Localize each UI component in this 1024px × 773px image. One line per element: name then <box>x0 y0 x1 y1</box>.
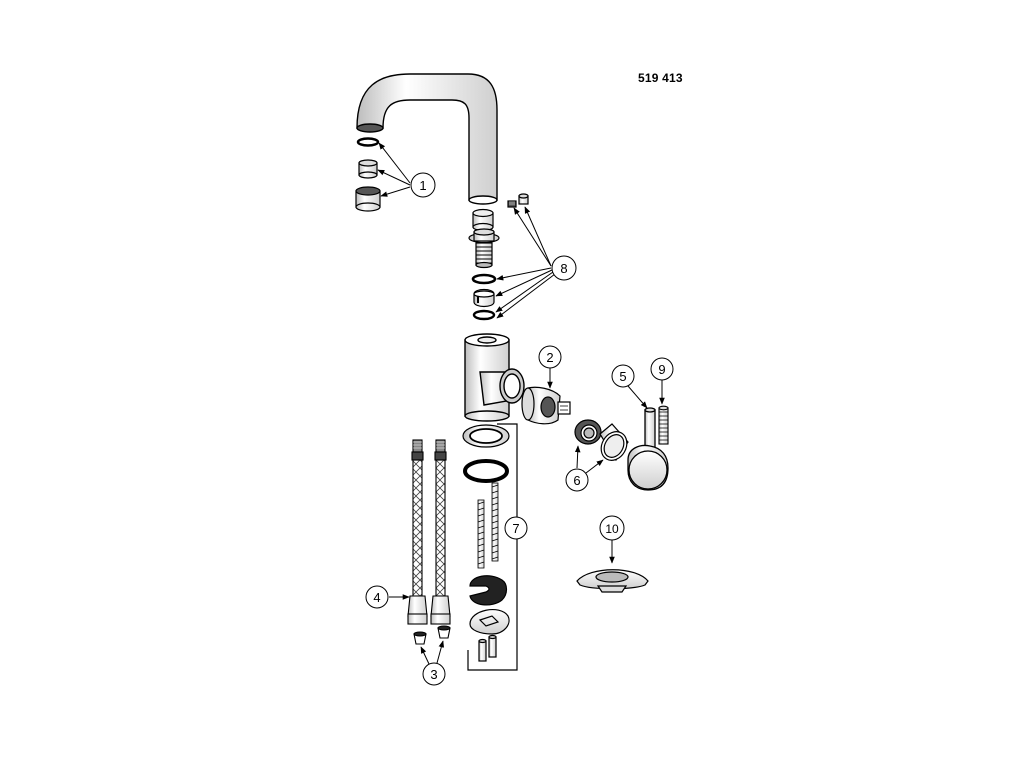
svg-text:1: 1 <box>419 178 426 193</box>
grub-screws <box>507 193 529 208</box>
cover-sleeve <box>599 423 629 462</box>
leader-lines <box>377 142 665 665</box>
callout-1: 1 <box>410 172 436 198</box>
part-number: 519 413 <box>638 71 683 85</box>
flexible-hoses <box>407 439 451 625</box>
deck-escutcheon <box>576 569 649 593</box>
base-plate-ring <box>462 424 510 448</box>
callout-2: 2 <box>538 345 562 369</box>
svg-text:4: 4 <box>373 590 380 605</box>
hose-washers <box>413 625 451 645</box>
svg-text:8: 8 <box>560 261 567 276</box>
svg-text:9: 9 <box>658 362 665 377</box>
cartridge <box>521 386 571 425</box>
callout-4: 4 <box>365 585 389 609</box>
retaining-clip <box>473 288 495 308</box>
handle-grub-screw <box>658 405 669 445</box>
spout-sleeve <box>472 208 494 232</box>
mounting-kit <box>462 423 518 671</box>
hose-left <box>407 439 428 625</box>
aerator-o-ring <box>356 137 380 147</box>
callout-6: 6 <box>565 468 589 492</box>
svg-text:5: 5 <box>619 369 626 384</box>
fixing-nuts <box>478 634 497 662</box>
threaded-rods <box>477 482 499 569</box>
callout-8: 8 <box>551 255 577 281</box>
spout <box>356 73 498 205</box>
base-gasket <box>463 459 509 483</box>
hose-right <box>430 439 451 625</box>
lever-handle <box>627 407 669 491</box>
svg-text:2: 2 <box>546 350 553 365</box>
svg-text:3: 3 <box>430 667 437 682</box>
kit-bracket-line <box>467 423 518 671</box>
spout-fitting-parts <box>468 193 529 321</box>
svg-text:6: 6 <box>573 473 580 488</box>
svg-text:10: 10 <box>605 522 619 536</box>
callout-7: 7 <box>504 516 528 540</box>
aerator-housing <box>355 186 381 212</box>
threaded-adapter <box>468 228 500 269</box>
svg-text:7: 7 <box>512 521 519 536</box>
aerator-insert <box>358 159 378 179</box>
mounting-bracket <box>469 608 510 635</box>
callout-5: 5 <box>611 364 635 388</box>
callout-10: 10 <box>599 515 625 541</box>
mixer-body <box>464 333 525 422</box>
callout-9: 9 <box>650 357 674 381</box>
horseshoe-washer <box>469 575 508 606</box>
aerator-parts <box>355 137 381 212</box>
callout-3: 3 <box>422 662 446 686</box>
fitting-o-ring <box>471 273 497 285</box>
fitting-washer <box>472 309 496 321</box>
cartridge-nut <box>574 419 602 445</box>
